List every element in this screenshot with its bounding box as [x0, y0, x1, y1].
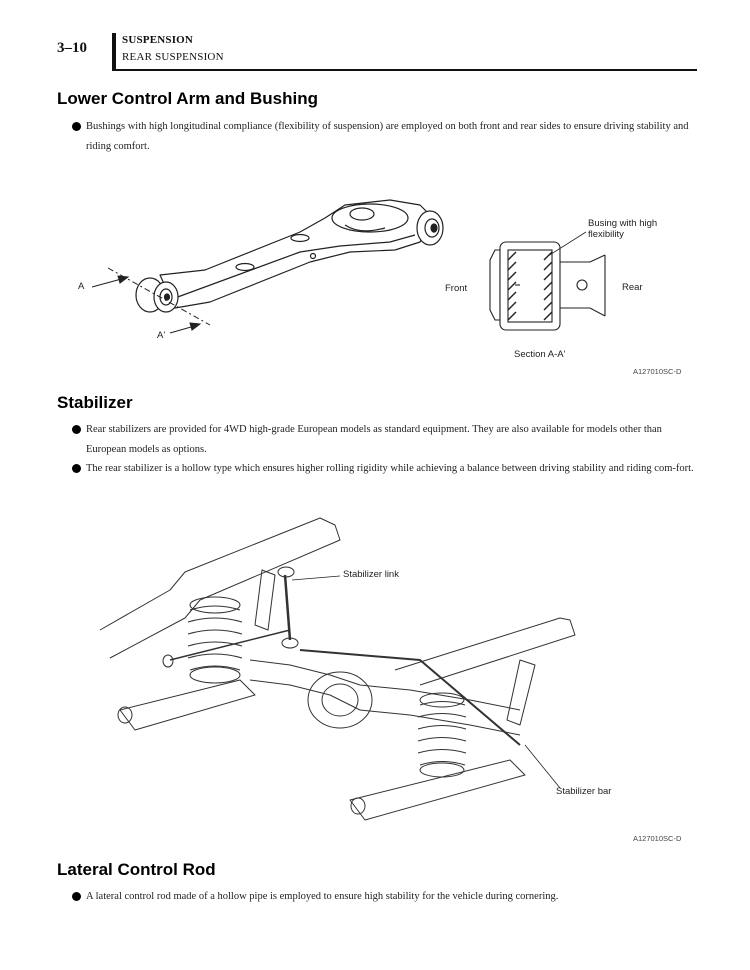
bullet-text: The rear stabilizer is a hollow type whi… [86, 463, 694, 474]
header-subsection: REAR SUSPENSION [122, 51, 224, 63]
header-section: SUSPENSION [122, 34, 194, 46]
stabilizer-figure [99, 517, 576, 821]
section-title-lower-control-arm: Lower Control Arm and Bushing [57, 89, 318, 108]
header-rule [112, 69, 697, 71]
bullet-item: A lateral control rod made of a hollow p… [72, 887, 700, 907]
bullet-item: Rear stabilizers are provided for 4WD hi… [72, 420, 700, 460]
bullet-text: Rear stabilizers are provided for 4WD hi… [86, 424, 662, 455]
page-number: 3–10 [57, 40, 87, 56]
section-title-stabilizer: Stabilizer [57, 393, 133, 412]
figure-code: A127010SC-D [633, 834, 682, 843]
bullet-item: The rear stabilizer is a hollow type whi… [72, 459, 700, 499]
callout-stabilizer-link: Stabilizer link [343, 569, 399, 580]
section-title-lateral-control-rod: Lateral Control Rod [57, 860, 216, 879]
bullet-dot [72, 122, 81, 131]
label-a-prime: A' [157, 330, 166, 341]
lower-control-arm-figure [91, 199, 606, 334]
bullet-text: Bushings with high longitudinal complian… [86, 121, 689, 152]
bullet-dot [72, 464, 81, 473]
bullet-text: A lateral control rod made of a hollow p… [86, 891, 559, 902]
label-front: Front [445, 283, 468, 294]
bullet-item: Bushings with high longitudinal complian… [72, 117, 700, 157]
bullet-dot [72, 425, 81, 434]
label-rear: Rear [622, 282, 643, 293]
section-caption: Section A-A' [514, 349, 566, 360]
figure-code: A127010SC-D [633, 367, 682, 376]
label-a: A [78, 281, 85, 292]
bullet-dot [72, 892, 81, 901]
callout-bushing: Busing with high flexibility [588, 218, 658, 240]
header-bar [112, 33, 116, 69]
callout-stabilizer-bar: Stabilizer bar [556, 786, 612, 797]
